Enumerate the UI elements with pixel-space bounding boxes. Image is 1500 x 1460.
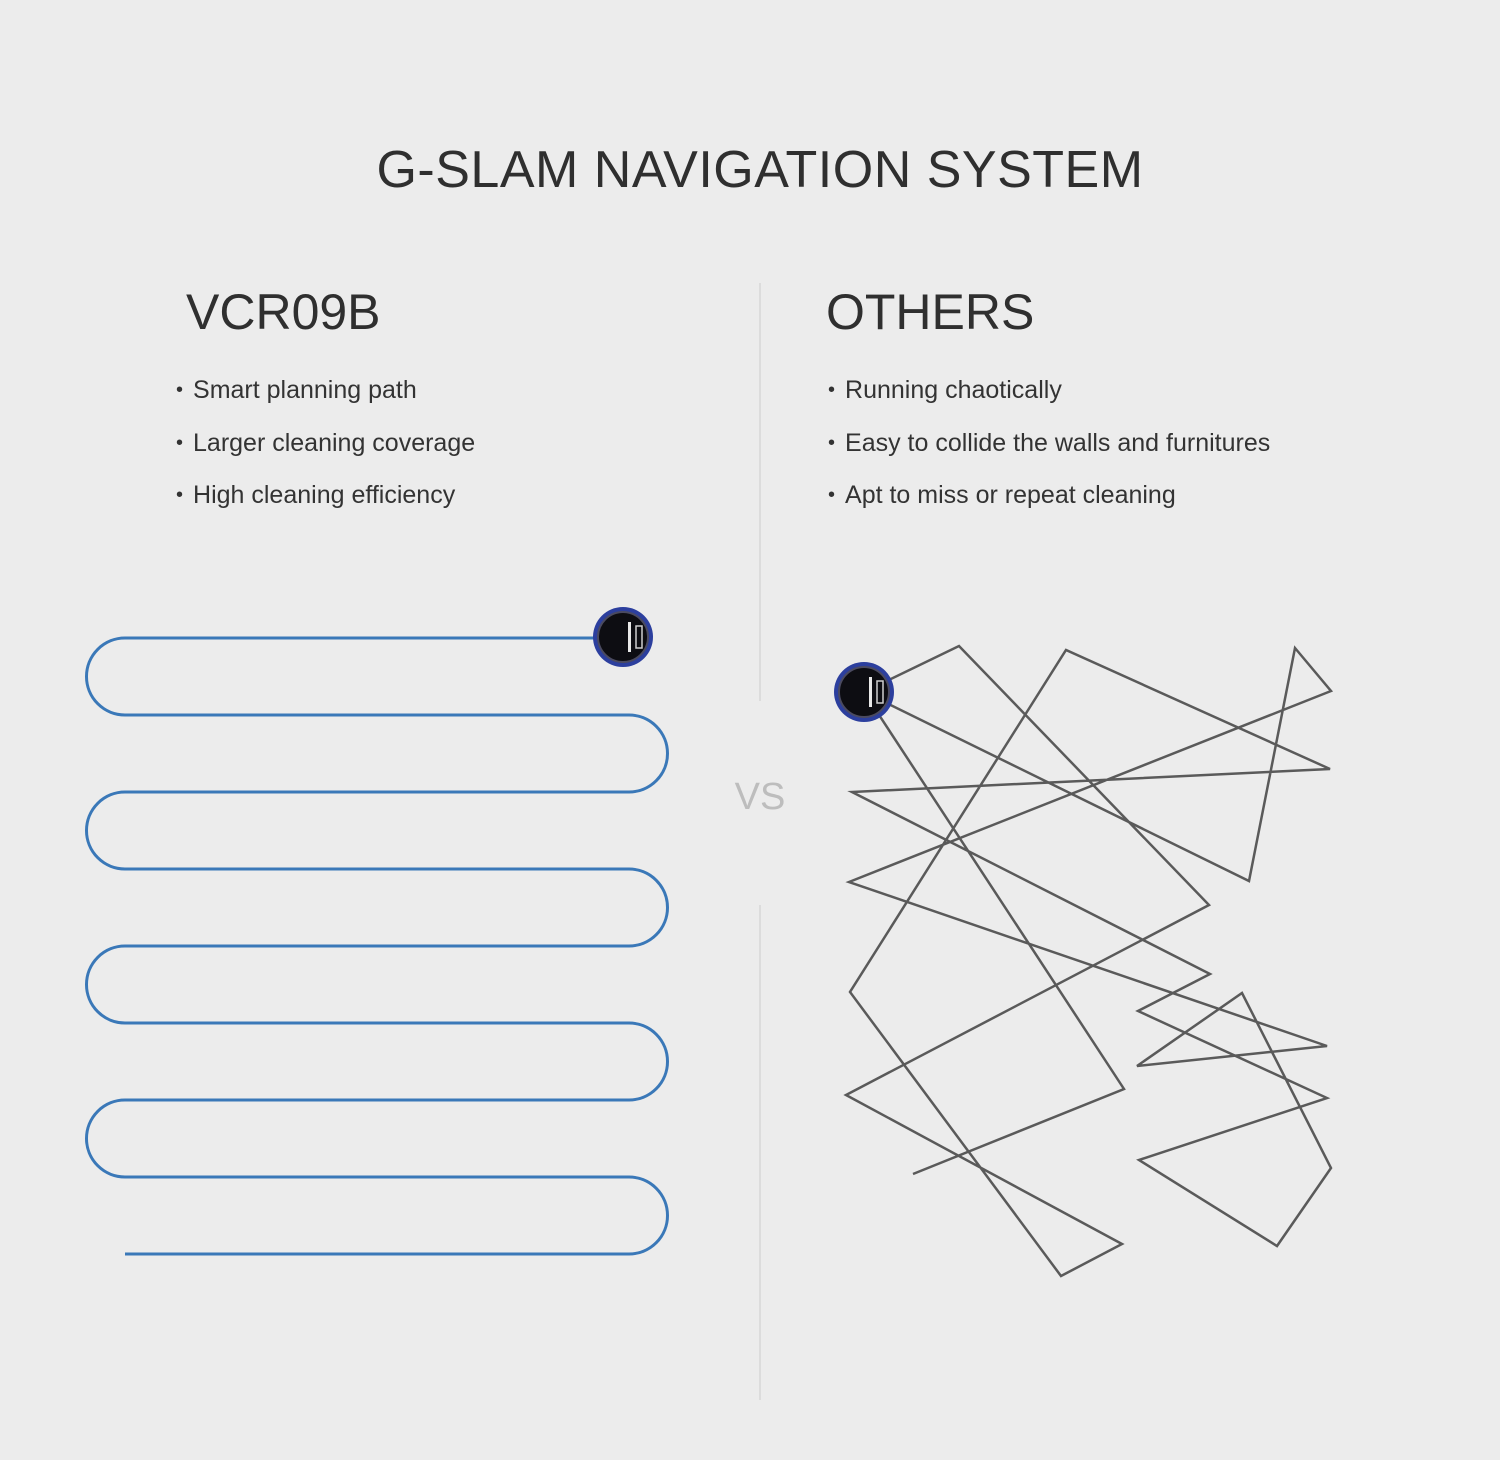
- vs-label: VS: [734, 776, 786, 818]
- robot-vacuum-icon: [834, 662, 894, 722]
- vcr09b-heading: VCR09B: [186, 284, 381, 340]
- divider-top: [759, 283, 761, 701]
- chaotic-cleaning-path: [843, 644, 1334, 1278]
- feature-item: Larger cleaning coverage: [176, 419, 475, 472]
- feature-item: Easy to collide the walls and furnitures: [828, 419, 1270, 472]
- feature-item: Smart planning path: [176, 366, 475, 419]
- robot-vacuum-icon: [593, 607, 653, 667]
- smart-cleaning-path: [85, 636, 669, 1256]
- feature-item: High cleaning efficiency: [176, 471, 475, 524]
- divider-bottom: [759, 905, 761, 1400]
- others-feature-list: Running chaotically Easy to collide the …: [828, 366, 1270, 524]
- vcr09b-feature-list: Smart planning path Larger cleaning cove…: [176, 366, 475, 524]
- feature-item: Apt to miss or repeat cleaning: [828, 471, 1270, 524]
- others-heading: OTHERS: [826, 284, 1035, 340]
- page-title: G-SLAM NAVIGATION SYSTEM: [376, 141, 1144, 199]
- feature-item: Running chaotically: [828, 366, 1270, 419]
